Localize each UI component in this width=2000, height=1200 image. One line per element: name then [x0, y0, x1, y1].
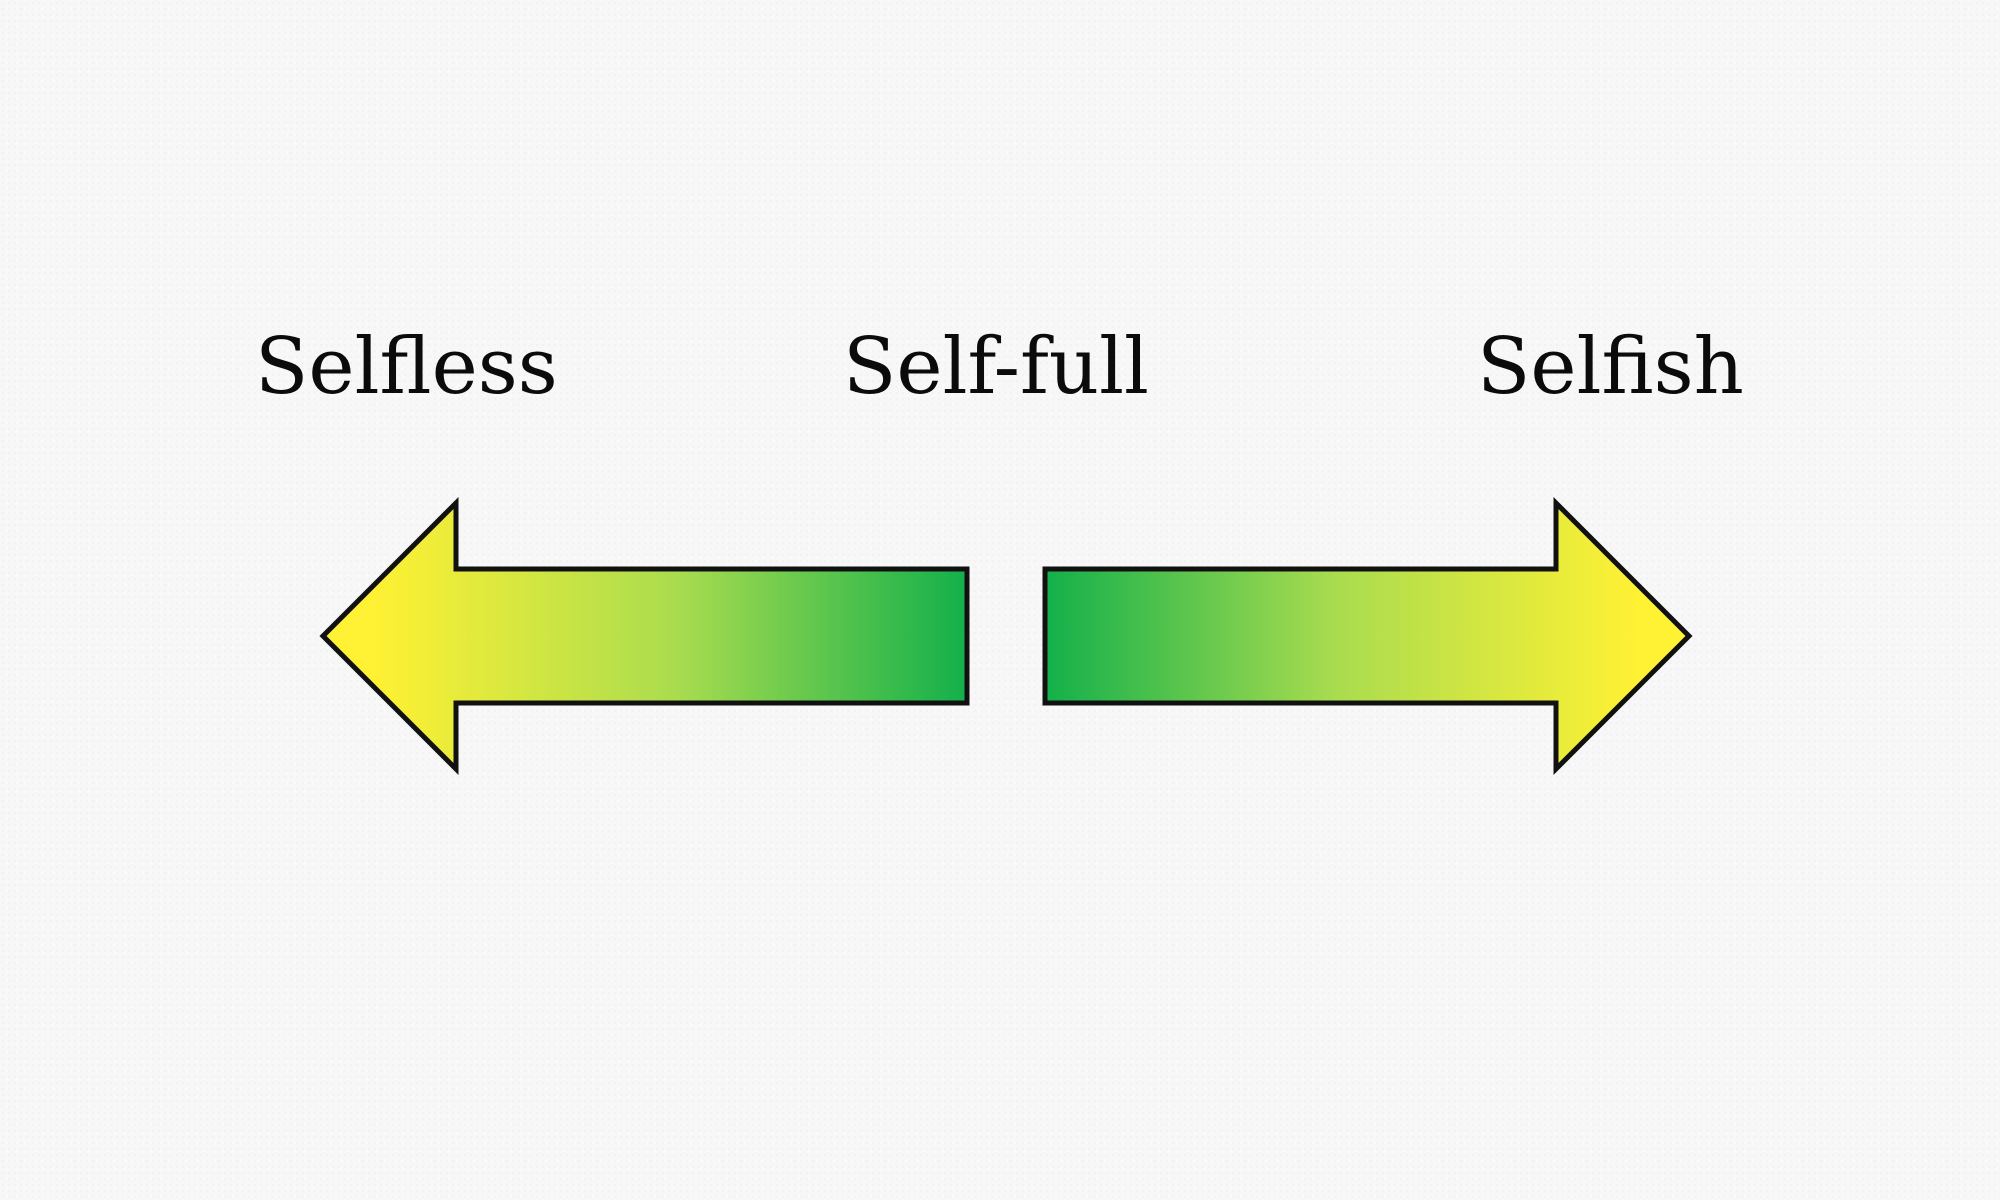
left-arrow [319, 496, 970, 776]
self-full-label: Self-full [843, 322, 1149, 412]
right-arrow [1042, 496, 1693, 776]
selfish-label: Selfish [1477, 322, 1744, 412]
selfless-label: Selfless [255, 322, 558, 412]
